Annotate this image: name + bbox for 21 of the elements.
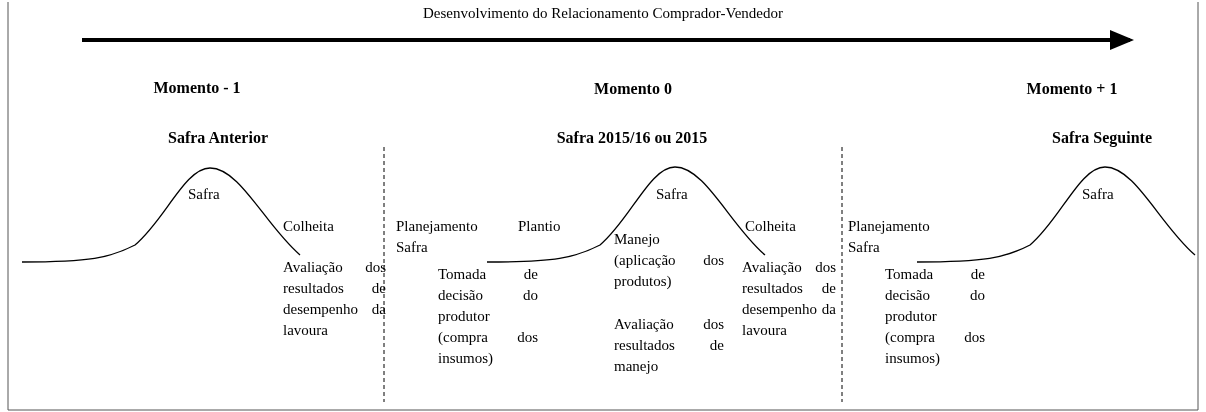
curve-label: Safra [656,185,688,204]
activity-note: Manejo (aplicação dos produtos) [614,230,724,291]
activity-note: Tomada de decisão do produtor (compra dos insumos) [438,265,538,368]
stage-label: Planejamento Safra [848,217,931,257]
curve-label: Safra [1082,185,1114,204]
stage-label: Colheita [745,217,796,236]
season-heading: Safra Anterior [168,128,268,148]
activity-note: Avaliação dos resultados de desempenho da lavoura [283,258,386,340]
activity-note: Avaliação dos resultados de desempenho da lavoura [742,258,836,340]
season-heading: Safra 2015/16 ou 2015 [556,128,708,148]
curve-label: Safra [188,185,220,204]
activity-note: Avaliação dos resultados de manejo [614,315,724,376]
stage-label: Colheita [283,217,334,236]
period-heading: Momento - 1 [153,78,241,98]
period-heading: Momento + 1 [1026,79,1118,99]
stage-label: Planejamento Safra [396,217,479,257]
arrow-caption: Desenvolvimento do Relacionamento Comprador-Vendedor [423,4,783,23]
stage-label: Plantio [518,217,561,236]
activity-note: Tomada de decisão do produtor (compra dos insumos) [885,265,985,368]
period-heading: Momento 0 [594,79,672,99]
season-heading: Safra Seguinte [1052,128,1152,148]
